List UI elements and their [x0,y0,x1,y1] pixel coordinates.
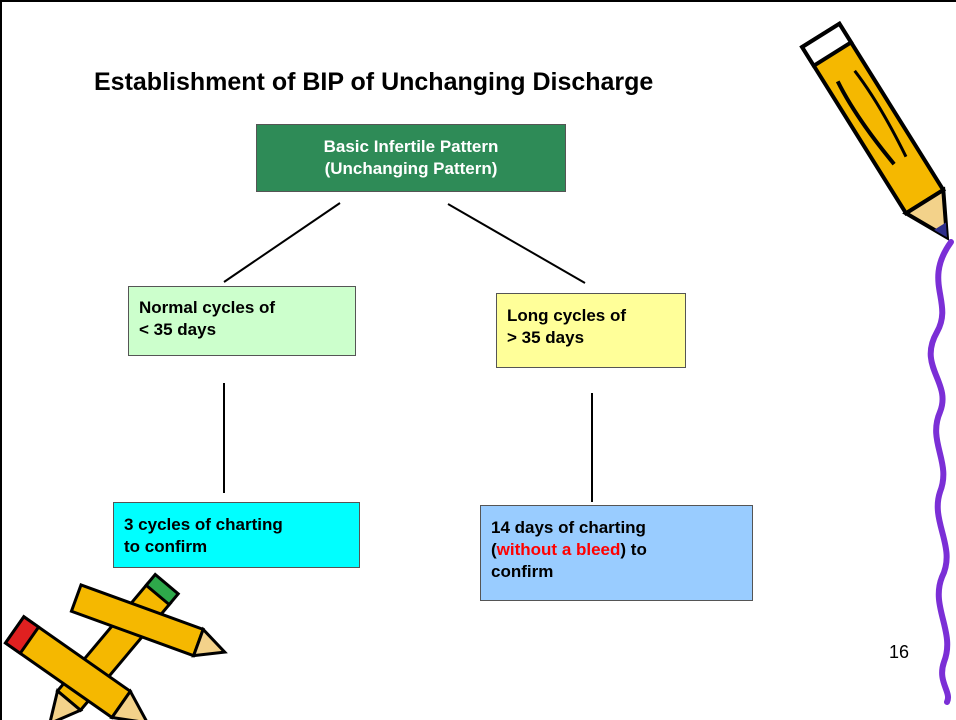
long-confirm-line2: (without a bleed) to [491,539,742,561]
long-confirm-highlight: without a bleed [496,540,621,559]
normal-cycles-node: Normal cycles of < 35 days [128,286,356,356]
long-confirm-line3: confirm [491,562,554,581]
slide-title: Establishment of BIP of Unchanging Disch… [94,68,654,96]
long-confirm-line1: 14 days of charting [491,518,646,537]
normal-cycles-line2: < 35 days [139,320,217,339]
long-confirm-open: ( [491,540,497,559]
root-node-line2: (Unchanging Pattern) [324,159,498,178]
normal-confirm-node: 3 cycles of charting to confirm [113,502,360,568]
long-confirm-node: 14 days of charting (without a bleed) to… [480,505,753,601]
normal-confirm-line2: to confirm [124,537,208,556]
normal-confirm-line1: 3 cycles of charting [124,515,283,534]
long-cycles-line2: > 35 days [507,328,585,347]
long-cycles-node: Long cycles of > 35 days [496,293,686,368]
connector-root-long [447,203,586,284]
long-confirm-close: ) to [620,540,647,559]
page-number: 16 [889,642,910,662]
connector-root-normal [223,202,341,283]
root-node: Basic Infertile Pattern (Unchanging Patt… [256,124,566,192]
root-node-line1: Basic Infertile Pattern [323,137,499,156]
long-cycles-line1: Long cycles of [507,306,627,325]
normal-cycles-line1: Normal cycles of [139,298,276,317]
